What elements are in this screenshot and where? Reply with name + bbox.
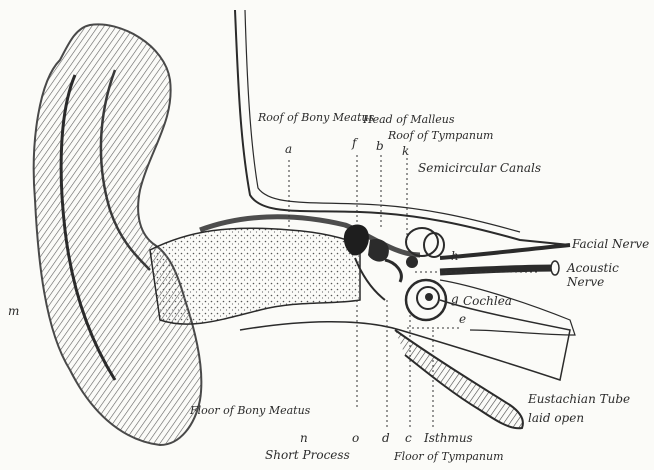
label-letter-b: b	[376, 140, 384, 152]
label-letter-a: a	[285, 143, 292, 155]
auricle	[34, 24, 202, 445]
label-head-of-malleus: Head of Malleus	[363, 114, 455, 125]
acoustic-nerve	[440, 268, 555, 272]
label-eustachian-tube: Eustachian Tube laid open	[528, 390, 648, 428]
upper-bone	[235, 10, 570, 245]
label-roof-bony-meatus: Roof of Bony Meatus	[258, 112, 374, 123]
label-letter-f: f	[352, 137, 356, 149]
label-cochlea: Cochlea	[463, 295, 512, 307]
label-letter-e: e	[459, 313, 466, 325]
ear-canal	[150, 228, 360, 324]
label-letter-m: m	[8, 305, 19, 317]
label-letter-d: d	[382, 432, 390, 444]
label-letter-n: n	[300, 432, 308, 444]
label-floor-bony-meatus: Floor of Bony Meatus	[190, 405, 310, 416]
label-letter-h: h	[451, 250, 459, 262]
label-short-process: Short Process	[265, 449, 350, 461]
label-acoustic-nerve: Acoustic Nerve	[567, 262, 627, 290]
label-facial-nerve: Facial Nerve	[572, 238, 649, 250]
label-letter-k: k	[402, 145, 409, 157]
label-isthmus: Isthmus	[424, 432, 473, 444]
label-semicircular-canals: Semicircular Canals	[418, 162, 541, 174]
label-letter-c: c	[405, 432, 412, 444]
label-roof-of-tympanum: Roof of Tympanum	[388, 130, 493, 141]
canal-2	[424, 233, 444, 257]
label-letter-g: g	[451, 293, 459, 305]
incus	[368, 239, 389, 262]
label-floor-of-tympanum: Floor of Tympanum	[394, 451, 504, 462]
stapes	[385, 260, 401, 282]
facial-nerve	[440, 245, 570, 258]
eustachian-tube	[395, 330, 523, 428]
label-letter-o: o	[352, 432, 359, 444]
vestibule	[406, 256, 418, 268]
